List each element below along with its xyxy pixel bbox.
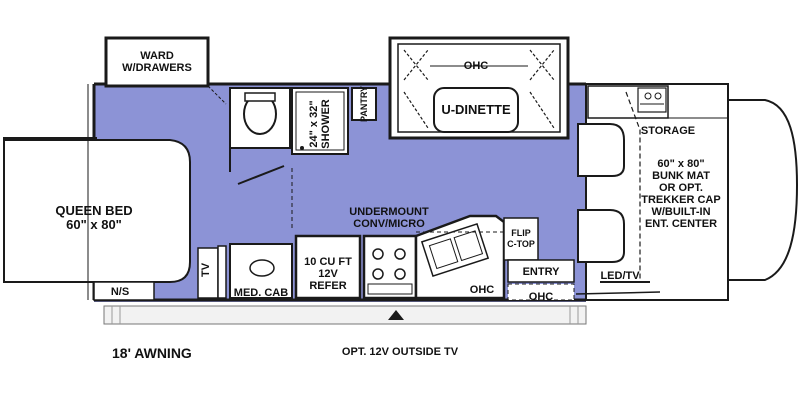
dinette-table	[433, 87, 519, 133]
kitchen-sink	[420, 222, 490, 278]
bunk-outline	[625, 91, 641, 280]
label-pantry: PANTRY	[359, 86, 369, 122]
queen-bed	[3, 139, 191, 283]
entry	[507, 259, 575, 283]
wardrobe	[104, 36, 210, 88]
label-med-cab: MED. CAB	[233, 287, 289, 299]
refrigerator	[294, 234, 362, 300]
label-storage: STORAGE	[640, 125, 696, 137]
passenger-seat	[577, 209, 625, 263]
label-u-dinette: U-DINETTE	[441, 102, 511, 117]
nightstand	[93, 281, 155, 301]
cab	[585, 83, 799, 301]
label-nightstand: N/S	[110, 286, 130, 298]
entry-ohc	[507, 283, 575, 301]
label-shower: 24" x 32"SHOWER	[308, 99, 332, 149]
label-ohc-entry: OHC	[528, 291, 554, 303]
pantry	[351, 87, 377, 121]
label-entry: ENTRY	[522, 266, 560, 278]
shower	[291, 87, 349, 155]
label-tv-left: TV	[200, 262, 212, 278]
label-led-tv: LED/TV	[600, 270, 640, 282]
driver-seat	[577, 123, 625, 177]
awning	[103, 305, 587, 325]
outside-tv-marker	[388, 310, 404, 320]
label-ohc-dinette: OHC	[463, 60, 489, 72]
label-ohc-kitchen: OHC	[469, 284, 495, 296]
label-awning: 18' AWNING	[112, 345, 192, 361]
label-outside-tv: OPT. 12V OUTSIDE TV	[341, 346, 459, 358]
